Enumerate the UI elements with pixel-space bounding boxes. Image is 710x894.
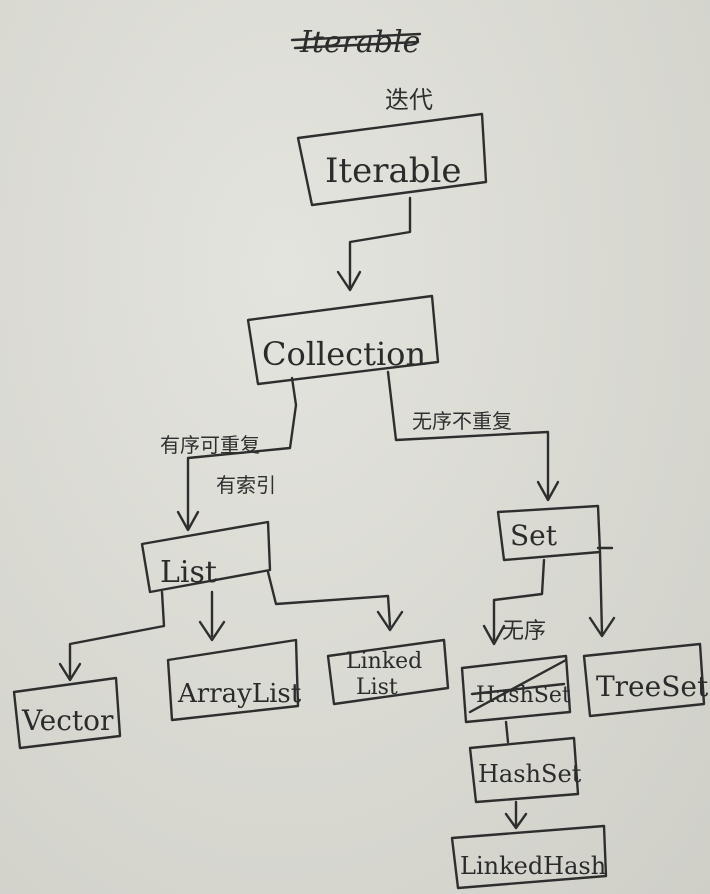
node-linkedlist-box	[326, 638, 450, 706]
edge-set-treeset	[588, 546, 616, 638]
node-hashset-box	[468, 736, 580, 804]
node-iterable-box	[296, 112, 488, 207]
edge-iterable-collection	[336, 196, 412, 292]
node-arraylist-box	[166, 638, 300, 722]
node-arraylist: ArrayList	[166, 638, 302, 722]
node-linkedhash: LinkedHash	[450, 824, 608, 890]
edge-label-list-line2: 有索引	[216, 473, 276, 497]
node-treeset-box	[582, 642, 706, 718]
node-treeset: TreeSet	[582, 642, 709, 718]
node-vector: Vector	[12, 676, 122, 750]
edge-label-set: 无序不重复	[412, 409, 512, 433]
node-list: List	[140, 520, 272, 594]
edge-collection-list	[176, 376, 298, 532]
node-collection: Collection	[246, 294, 440, 386]
node-iterable-label: Iterable	[325, 151, 462, 191]
strike-line	[468, 658, 568, 714]
node-collection-label: Collection	[262, 335, 426, 373]
edge-hashset-linkedhash	[504, 800, 528, 830]
node-collection-box	[246, 294, 440, 386]
edge-list-arraylist	[198, 590, 226, 642]
node-linkedlist-label-line2: List	[356, 675, 398, 700]
edge-list-vector	[58, 590, 166, 682]
crossed-out-heading: Iterable	[290, 25, 422, 60]
iterate-label: 迭代	[385, 86, 433, 114]
node-vector-box	[12, 676, 122, 750]
node-linkedhash-box	[450, 824, 608, 890]
strike-line	[470, 682, 566, 696]
node-treeset-label: TreeSet	[596, 670, 709, 703]
node-hashset: HashSet	[468, 736, 582, 804]
node-linkedlist-label-line1: Linked	[346, 649, 422, 674]
node-set: Set	[496, 504, 602, 562]
node-vector-label: Vector	[21, 704, 114, 737]
edge-label-list-line1: 有序可重复	[160, 433, 260, 457]
edge-hash-hashset	[504, 720, 510, 744]
node-arraylist-label: ArrayList	[177, 679, 302, 709]
edge-set-hash	[482, 558, 546, 646]
edge-label-unordered: 无序	[502, 619, 546, 644]
node-hashset-label: HashSet	[478, 760, 582, 788]
strike-line	[290, 32, 422, 42]
node-hash-crossed-out-box	[460, 654, 572, 724]
node-iterable: Iterable	[296, 112, 488, 207]
node-hash-crossed-out-label: HashSet	[476, 683, 571, 708]
node-linkedlist: Linked List	[326, 638, 450, 706]
node-set-label: Set	[510, 519, 558, 552]
edge-collection-set	[386, 370, 560, 502]
node-list-label: List	[160, 555, 217, 590]
strike-line	[293, 40, 420, 50]
node-linkedhash-label: LinkedHash	[460, 852, 606, 880]
node-hash-crossed-out: HashSet	[460, 654, 572, 724]
edge-list-linkedlist	[266, 570, 404, 632]
node-list-box	[140, 520, 272, 594]
